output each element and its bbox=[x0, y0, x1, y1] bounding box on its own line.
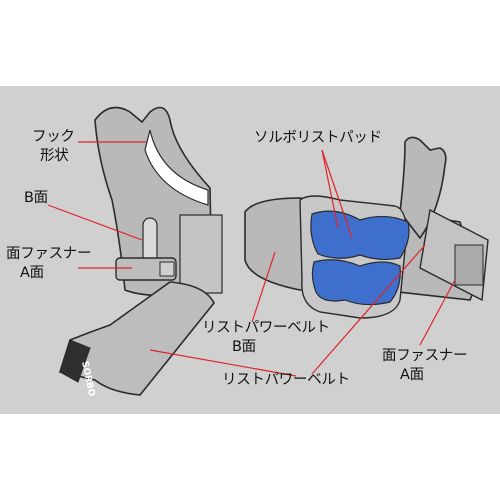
leader-sorbo-pad-2 bbox=[321, 149, 353, 239]
label-fastener-a-1: 面ファスナー bbox=[6, 246, 92, 262]
left-wrist-supporter bbox=[58, 106, 223, 396]
label-belt-b-1: リストパワーベルト bbox=[202, 320, 330, 336]
label-fastener-a-right-2: A面 bbox=[400, 367, 424, 383]
leader-belt-b bbox=[251, 251, 276, 323]
label-belt: リストパワーベルト bbox=[222, 372, 350, 388]
leader-b-side bbox=[47, 204, 143, 241]
label-hook-shape-2: 形状 bbox=[40, 148, 69, 164]
leader-sorbo-pad-1 bbox=[321, 149, 339, 229]
label-sorbo-pad: ソルボリストパッド bbox=[254, 130, 382, 146]
label-belt-b-2: B面 bbox=[232, 339, 256, 355]
leader-belt-left bbox=[149, 349, 297, 377]
label-fastener-a-2: A面 bbox=[20, 265, 44, 281]
label-hook-shape-1: フック bbox=[32, 129, 75, 145]
leader-lines bbox=[47, 141, 456, 377]
right-wrist-supporter bbox=[244, 136, 489, 319]
leader-belt bbox=[311, 244, 426, 375]
label-b-side: B面 bbox=[24, 190, 48, 206]
label-fastener-a-right-1: 面ファスナー bbox=[382, 348, 468, 364]
leader-fastener-a-right bbox=[419, 279, 456, 346]
